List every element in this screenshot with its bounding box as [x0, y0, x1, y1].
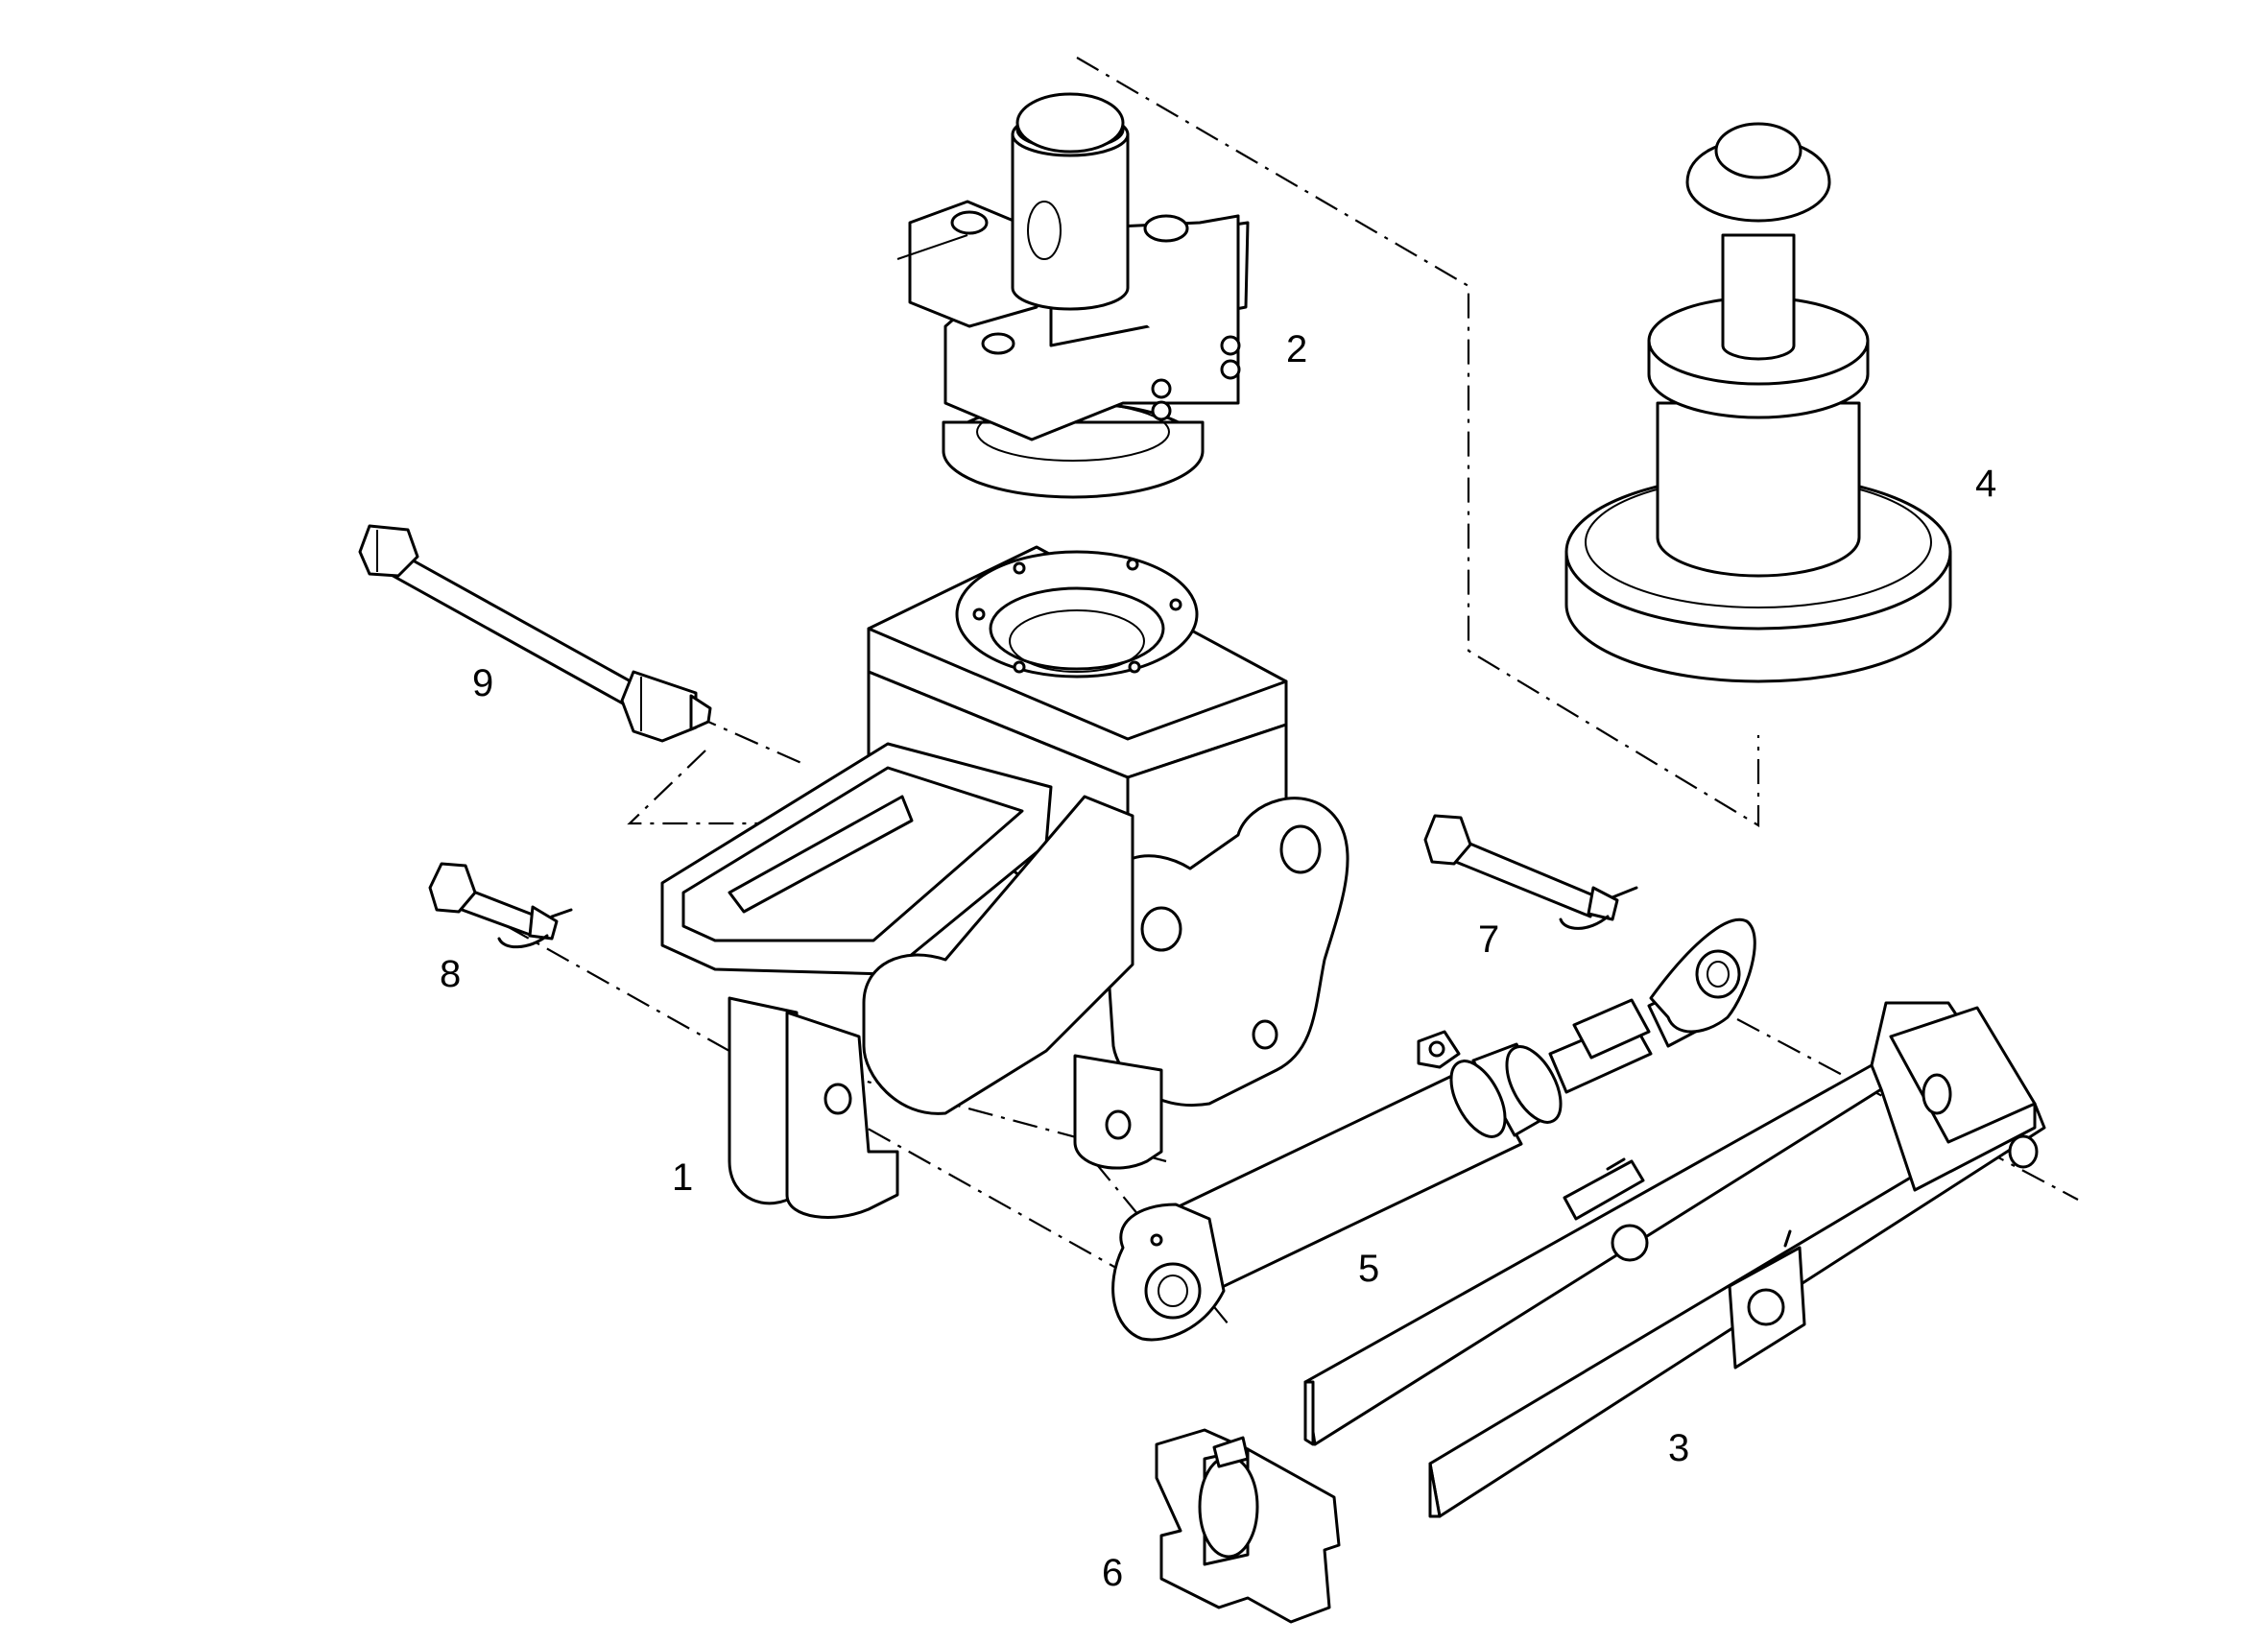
callout-6: 6 — [1102, 1552, 1123, 1594]
part-3-bar-assembly — [1303, 1001, 2046, 1518]
callout-9: 9 — [472, 662, 493, 704]
callout-7: 7 — [1478, 918, 1499, 961]
part-8-pin — [428, 862, 573, 949]
part-4-mounting-tool — [1564, 122, 1952, 683]
part-7-pin — [1423, 814, 1638, 930]
part-9-long-bolt — [358, 524, 712, 743]
callout-8: 8 — [440, 953, 461, 995]
callout-labels: 1 2 3 4 5 6 7 8 9 — [440, 328, 1996, 1594]
callout-1: 1 — [672, 1156, 693, 1199]
callout-4: 4 — [1975, 463, 1996, 505]
part-1-bracket — [660, 545, 1349, 1219]
callout-5: 5 — [1358, 1248, 1379, 1290]
callout-2: 2 — [1286, 328, 1307, 370]
callout-3: 3 — [1668, 1427, 1689, 1469]
part-5-hydraulic-cylinder — [1111, 917, 1756, 1342]
part-6-clamp — [1155, 1428, 1341, 1624]
part-2-swivel-housing — [896, 92, 1250, 499]
